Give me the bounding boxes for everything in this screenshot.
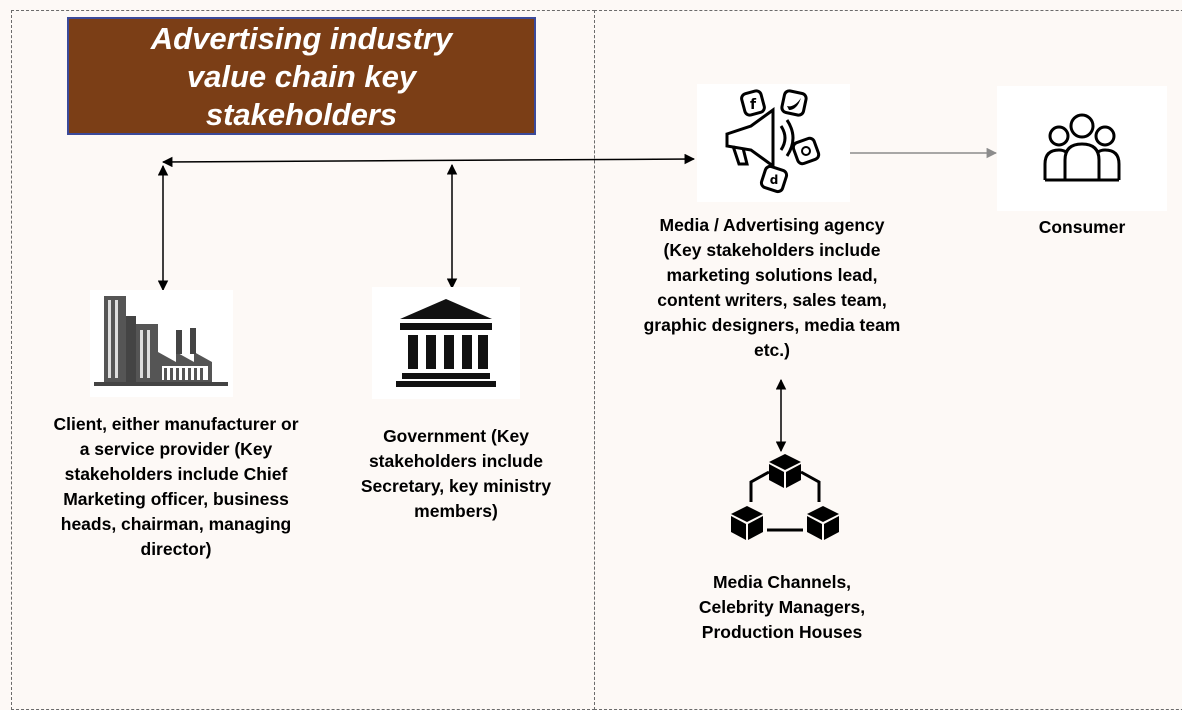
people-group-icon (1043, 113, 1121, 182)
channels-label-line: Celebrity Managers, (698, 597, 866, 617)
agency-icon-box: f d (697, 84, 850, 202)
government-building-icon (396, 299, 496, 387)
agency-label-line: content writers, sales team, (657, 290, 887, 310)
horizontal-connector (161, 153, 696, 168)
government-label-line: Government (Key (383, 426, 529, 446)
consumer-icon-box (997, 86, 1167, 211)
government-label-line: stakeholders include (368, 451, 544, 471)
network-cubes-icon (731, 454, 839, 540)
agency-label-line: marketing solutions lead, (666, 265, 878, 285)
government-label-line: Secretary, key ministry (360, 476, 552, 496)
agency-label: Media / Advertising agency (Key stakehol… (612, 213, 932, 363)
government-label: Government (Key stakeholders include Sec… (336, 424, 576, 524)
svg-text:d: d (770, 173, 779, 187)
social-media-megaphone-icon: f d (725, 89, 821, 194)
client-label-line: director) (140, 539, 212, 559)
client-label-line: stakeholders include Chief (64, 464, 288, 484)
channels-label-line: Production Houses (701, 622, 863, 642)
client-label-line: heads, chairman, managing (60, 514, 292, 534)
consumer-label: Consumer (1000, 215, 1164, 240)
government-icon-box (372, 287, 520, 399)
client-label: Client, either manufacturer or a service… (22, 412, 330, 562)
government-label-line: members) (414, 501, 498, 521)
channels-icon-box (729, 452, 841, 544)
client-label-line: a service provider (Key (79, 439, 273, 459)
title-line-1: Advertising industry (150, 21, 453, 56)
svg-text:f: f (750, 97, 757, 113)
client-label-line: Client, either manufacturer or (53, 414, 299, 434)
agency-label-line: etc.) (754, 340, 790, 360)
channels-label-line: Media Channels, (712, 572, 852, 592)
diagram-title: Advertising industry value chain key sta… (67, 17, 536, 135)
factory-icon (94, 296, 228, 386)
channels-label: Media Channels, Celebrity Managers, Prod… (660, 570, 904, 645)
client-label-line: Marketing officer, business (63, 489, 289, 509)
agency-label-line: graphic designers, media team (643, 315, 901, 335)
title-line-3: stakeholders (205, 97, 398, 132)
agency-label-line: (Key stakeholders include (663, 240, 881, 260)
title-line-2: value chain key (186, 59, 417, 94)
client-icon-box (90, 290, 233, 397)
agency-label-line: Media / Advertising agency (659, 215, 885, 235)
consumer-label-line: Consumer (1038, 217, 1126, 237)
